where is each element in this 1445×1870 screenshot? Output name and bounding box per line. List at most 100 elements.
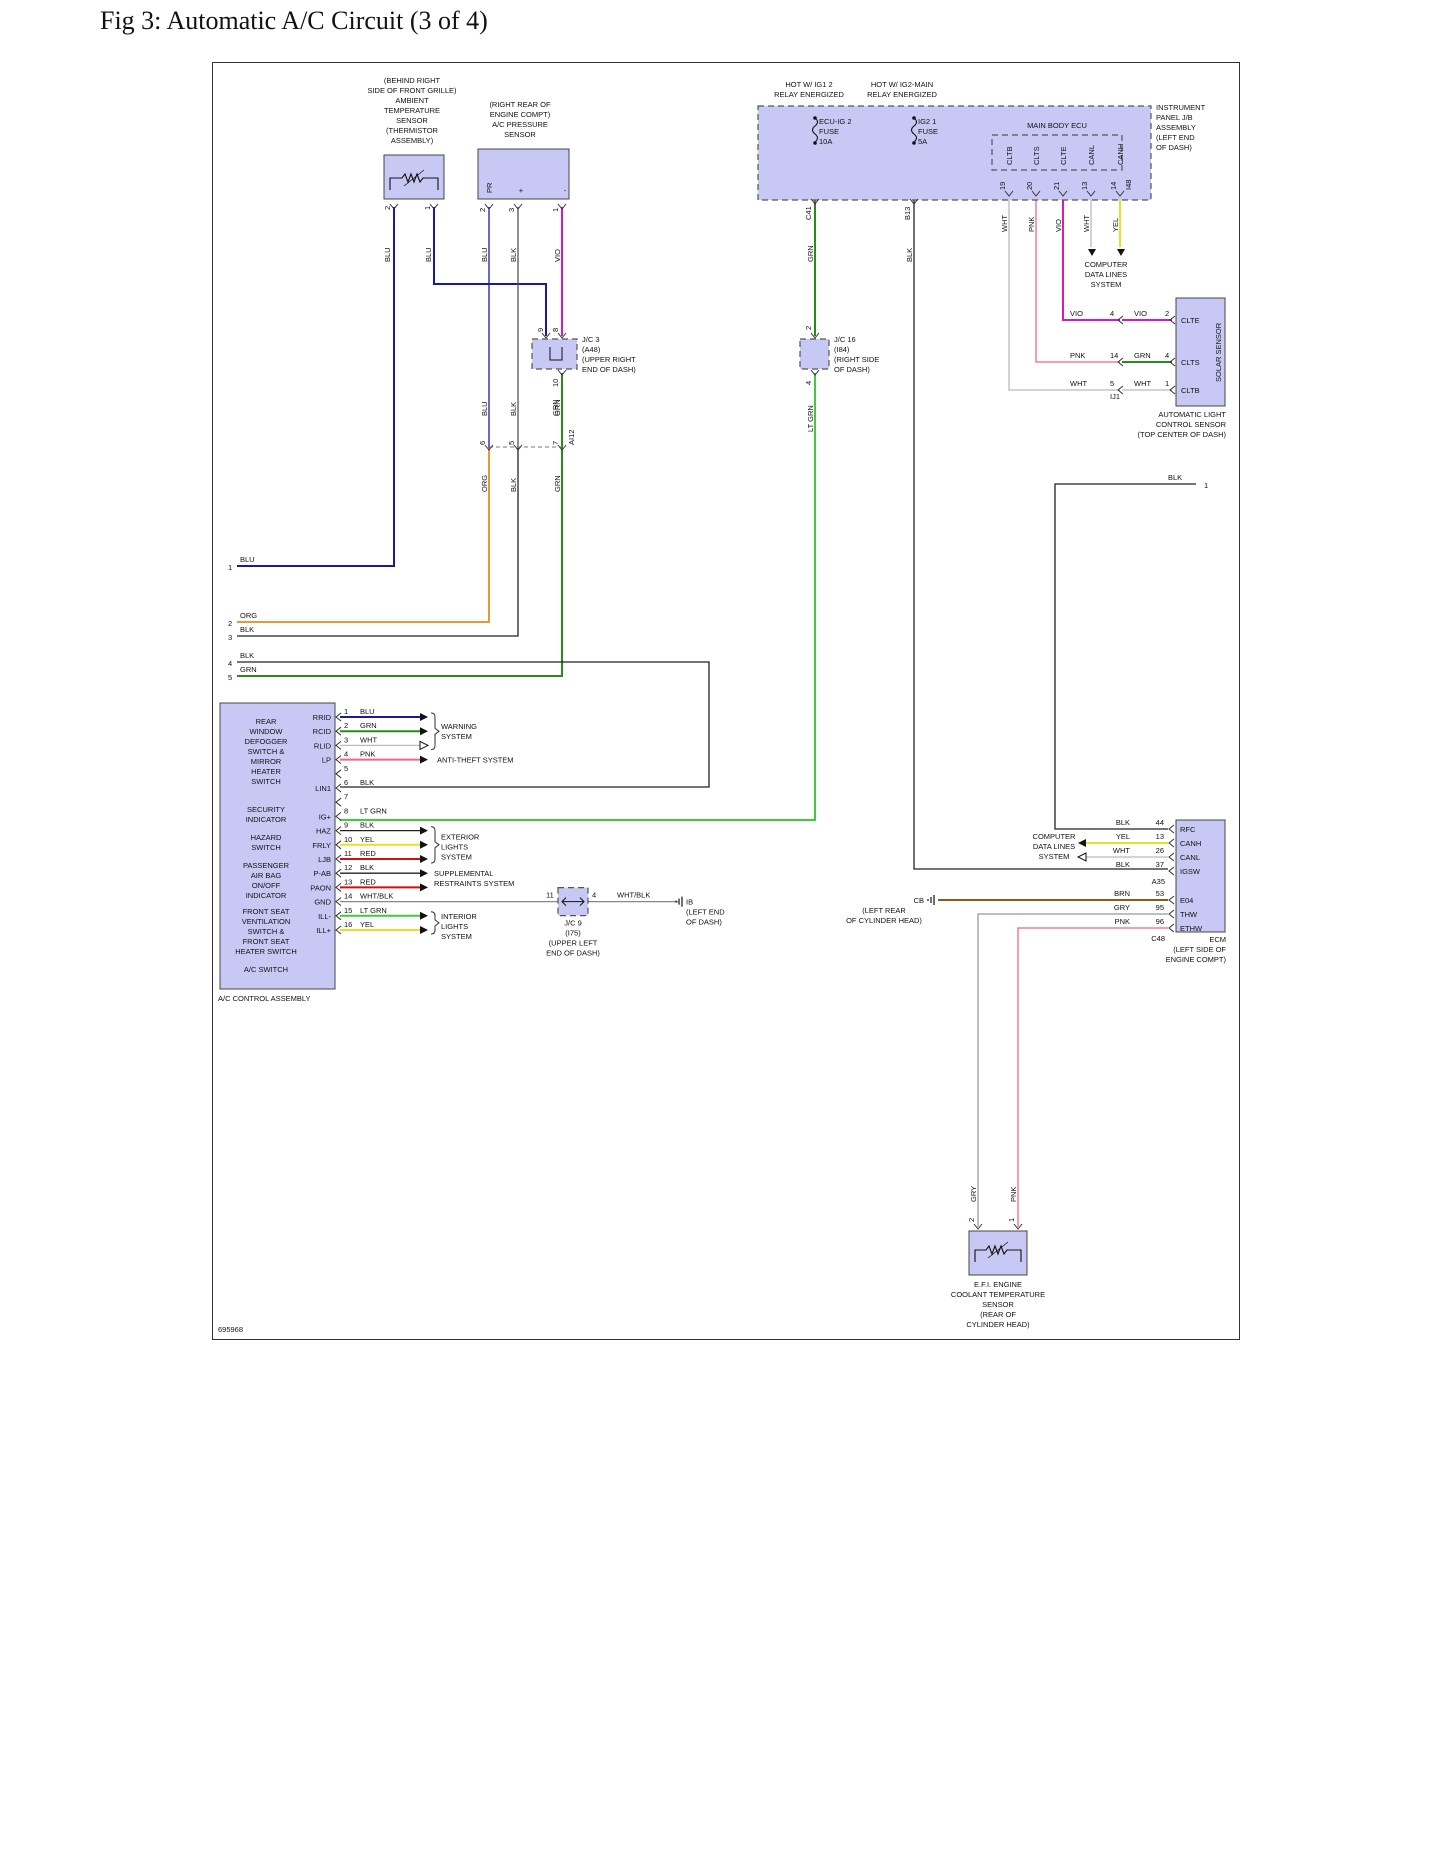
ac-function-label: SWITCH & <box>248 927 285 936</box>
ac-function-label: FRONT SEAT <box>243 937 290 946</box>
jc3-label: (UPPER RIGHT <box>582 355 636 364</box>
wire-blu <box>433 207 547 336</box>
ac-terminal: LIN1 <box>315 784 331 793</box>
thermistor-icon <box>403 169 425 187</box>
connector-pin <box>1013 1223 1023 1230</box>
solar-sensor-caption: (TOP CENTER OF DASH) <box>1138 430 1227 439</box>
wire-label: GRN <box>553 475 562 492</box>
ground-icon <box>675 896 683 907</box>
wire-gry <box>977 913 1168 1227</box>
ac-function-label: A/C SWITCH <box>244 965 288 974</box>
pressure-sensor-label: ENGINE COMPT) <box>490 110 551 119</box>
ac-control-label: A/C CONTROL ASSEMBLY <box>218 994 311 1003</box>
pin-number: 2 <box>478 208 487 212</box>
jc16-label: OF DASH) <box>834 365 870 374</box>
ambient-sensor-label: (BEHIND RIGHT <box>384 76 441 85</box>
computer-data-lines-label: DATA LINES <box>1033 842 1075 851</box>
system-label: SUPPLEMENTAL <box>434 869 493 878</box>
wire-label: BLK <box>1116 860 1130 869</box>
connector-pin <box>335 755 342 764</box>
pin-number: 1 <box>551 208 560 212</box>
connector-pin <box>909 198 919 205</box>
wire-label: GRN <box>240 665 257 674</box>
system-brace <box>430 911 440 935</box>
ac-function-label: HAZARD <box>251 833 282 842</box>
arrow-right-icon <box>420 911 428 920</box>
ac-function-label: ON/OFF <box>252 881 281 890</box>
wire-label: WHT <box>1000 215 1009 232</box>
ambient-sensor-label: SENSOR <box>396 116 428 125</box>
pressure-terminal: + <box>519 186 524 195</box>
jc16-label: J/C 16 <box>834 335 856 344</box>
wire-label: BLK <box>360 778 374 787</box>
wire-label: BLK <box>1168 473 1182 482</box>
wire-label: BLU <box>424 247 433 262</box>
arrow-right-icon <box>420 727 428 736</box>
wire-label: WHT <box>1082 215 1091 232</box>
connector-pin <box>389 203 399 210</box>
connector-pin <box>1117 357 1124 367</box>
connector-pin <box>335 925 342 935</box>
pin-number: 9 <box>344 821 348 830</box>
wire-label: GRN <box>806 245 815 262</box>
pin-number: 15 <box>344 906 352 915</box>
instrument-jb-label: (LEFT END <box>1156 133 1195 142</box>
connector-pin <box>1004 190 1014 197</box>
jc9-label: END OF DASH) <box>546 949 600 958</box>
ac-function-label: INDICATOR <box>246 891 287 900</box>
instrument-jb-label: OF DASH) <box>1156 143 1192 152</box>
wire-label: BLU <box>360 707 375 716</box>
arrow-right-icon <box>420 826 428 835</box>
ambient-sensor-box <box>383 154 445 200</box>
ac-terminal: P-AB <box>313 869 331 878</box>
pin-number: 96 <box>1156 917 1164 926</box>
wire-label: GRN <box>553 399 562 416</box>
wire-label: GRN <box>360 721 377 730</box>
ac-terminal: FRLY <box>312 841 331 850</box>
fuse-terminal <box>813 116 817 120</box>
wire-label: BLK <box>240 625 254 634</box>
instrument-jb-label: PANEL J/B <box>1156 113 1193 122</box>
arrow-down-icon <box>1117 249 1125 256</box>
main-body-ecu-label: MAIN BODY ECU <box>1027 121 1087 130</box>
fuse-label: FUSE <box>819 127 839 136</box>
connector-pin <box>335 726 342 736</box>
pressure-sensor-label: A/C PRESSURE <box>492 120 548 129</box>
wire-wht <box>1008 194 1120 391</box>
wire-label: PNK <box>1115 917 1130 926</box>
ambient-sensor-label: (THERMISTOR <box>386 126 439 135</box>
ac-function-label: SWITCH & <box>248 747 285 756</box>
wire-label: GRY <box>1114 903 1130 912</box>
pin-number: 21 <box>1052 182 1061 190</box>
jc3-box <box>531 338 578 370</box>
pin-number: 2 <box>1165 309 1169 318</box>
pin-number: 4 <box>804 381 813 385</box>
wire-label: PNK <box>1027 217 1036 232</box>
pin-number: 26 <box>1156 846 1164 855</box>
ecm-terminal: IGSW <box>1180 867 1201 876</box>
connector-pin <box>335 741 342 750</box>
pin-number: 7 <box>344 792 348 801</box>
pin-number: 1 <box>1007 1218 1016 1222</box>
ecu-terminal: CANL <box>1087 145 1096 165</box>
arrow-right-icon <box>420 883 428 892</box>
ac-function-label: REAR <box>256 717 277 726</box>
pin-number: 5 <box>344 764 348 773</box>
pin-number: 5 <box>1110 379 1114 388</box>
connector-pin <box>429 203 439 210</box>
connector-pin <box>484 203 494 210</box>
jc3-label: J/C 3 <box>582 335 600 344</box>
pin-number: 11 <box>546 891 554 900</box>
pin-number: 3 <box>507 208 516 212</box>
fuse-label: IG2 1 <box>918 117 936 126</box>
wire-label: YEL <box>1111 218 1120 232</box>
wire-label: WHT <box>1070 379 1087 388</box>
wire-blk <box>913 202 1168 870</box>
ac-function-label: HEATER SWITCH <box>235 947 297 956</box>
connector-pin <box>335 783 342 793</box>
wire-label: PNK <box>1009 1187 1018 1202</box>
ecm-terminal: RFC <box>1180 825 1196 834</box>
computer-data-lines-label: COMPUTER <box>1085 260 1129 269</box>
pin-number: 20 <box>1025 182 1034 190</box>
wire-label: BRN <box>1114 889 1130 898</box>
